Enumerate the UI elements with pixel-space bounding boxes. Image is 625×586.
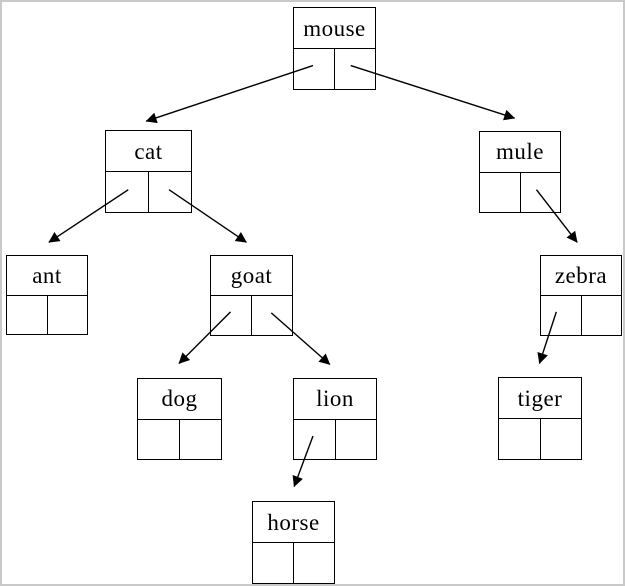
pointer-cells-mouse [294, 49, 375, 89]
left-child-cell-mouse [294, 49, 335, 89]
right-child-cell-tiger [541, 419, 582, 459]
right-child-cell-cat [149, 172, 191, 212]
tree-node-mule: mule [479, 131, 561, 213]
tree-node-cat: cat [105, 130, 192, 213]
left-child-cell-dog [138, 419, 180, 459]
pointer-cells-ant [7, 295, 88, 335]
tree-node-mouse: mouse [293, 7, 376, 90]
left-child-cell-mule [480, 172, 521, 212]
node-label-zebra: zebra [541, 256, 621, 296]
node-label-ant: ant [7, 256, 87, 296]
node-label-mule: mule [480, 132, 560, 173]
left-child-cell-lion [294, 419, 336, 459]
tree-node-goat: goat [210, 255, 293, 336]
right-child-cell-lion [336, 420, 377, 460]
right-child-cell-dog [180, 420, 221, 460]
pointer-cells-goat [211, 296, 292, 335]
left-child-cell-horse [253, 543, 294, 583]
right-child-cell-zebra [582, 296, 622, 335]
node-label-lion: lion [294, 379, 376, 420]
tree-node-dog: dog [137, 378, 222, 460]
tree-node-tiger: tiger [498, 377, 582, 460]
pointer-cells-dog [138, 419, 221, 460]
left-child-cell-tiger [499, 419, 541, 459]
left-child-cell-cat [106, 172, 149, 212]
tree-node-horse: horse [252, 501, 335, 584]
pointer-cells-mule [480, 172, 561, 213]
tree-node-ant: ant [6, 255, 88, 335]
node-label-mouse: mouse [294, 8, 375, 49]
node-label-cat: cat [106, 131, 191, 172]
pointer-cells-lion [294, 419, 377, 460]
left-child-cell-zebra [541, 296, 582, 335]
node-label-tiger: tiger [499, 378, 581, 419]
pointer-cells-tiger [499, 419, 581, 459]
right-child-cell-mouse [335, 49, 375, 89]
right-child-cell-ant [48, 296, 88, 335]
pointer-cells-cat [106, 172, 191, 212]
right-child-cell-mule [521, 173, 561, 213]
right-child-cell-horse [294, 543, 334, 583]
node-label-horse: horse [253, 502, 334, 543]
node-label-dog: dog [138, 379, 221, 420]
right-child-cell-goat [252, 296, 292, 335]
left-child-cell-ant [7, 295, 48, 334]
edge-mouse-left-cat [145, 64, 314, 124]
node-label-goat: goat [211, 256, 292, 296]
tree-node-zebra: zebra [540, 255, 622, 336]
pointer-cells-horse [253, 543, 334, 583]
left-child-cell-goat [211, 296, 252, 335]
pointer-cells-zebra [541, 296, 621, 335]
tree-node-lion: lion [293, 378, 377, 460]
